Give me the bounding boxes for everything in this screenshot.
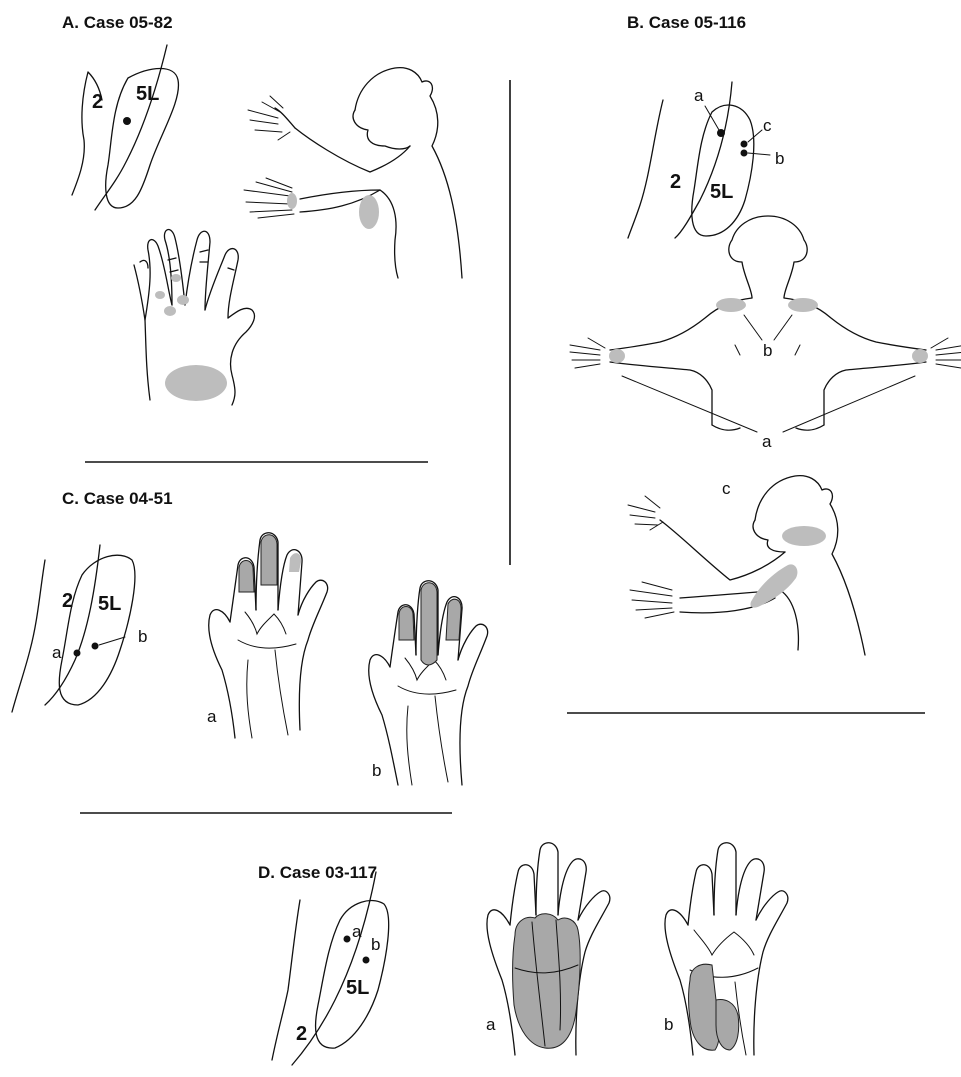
- panel-c-site-a-label: a: [52, 643, 62, 662]
- panel-c-title: C. Case 04-51: [62, 489, 173, 508]
- panel-a-title: A. Case 05-82: [62, 13, 173, 32]
- panel-b-site-a-dot: [717, 129, 725, 137]
- panel-a-area-2-label: 2: [92, 91, 103, 113]
- panel-c-hand-b-ring-field: [446, 599, 461, 640]
- panel-c-hand-b-label: b: [372, 761, 381, 780]
- panel-b: B. Case 05-116 2 5L a c b: [570, 13, 961, 655]
- panel-c-area-5l-label: 5L: [98, 593, 121, 615]
- panel-b-title: B. Case 05-116: [627, 13, 746, 32]
- panel-d-hand-a-palm-field: [513, 914, 581, 1049]
- panel-b-b-leader-right: [774, 315, 792, 340]
- panel-d: D. Case 03-117 2 5L a b a: [258, 843, 788, 1065]
- panel-b-fig-label-b: b: [763, 341, 772, 360]
- panel-d-hand-a-label: a: [486, 1015, 496, 1034]
- panel-b-fig-label-a: a: [762, 432, 772, 451]
- panel-a-finger-field-1: [164, 306, 176, 316]
- panel-c-site-a-dot: [74, 650, 81, 657]
- panel-c-hand-a-label: a: [207, 707, 217, 726]
- panel-d-area-5l-label: 5L: [346, 977, 369, 999]
- panel-b-left-wrist-field: [609, 349, 625, 363]
- panel-d-area-2-label: 2: [296, 1023, 307, 1045]
- panel-c-site-b-leader: [99, 637, 125, 645]
- panel-b-site-a-leader: [705, 106, 719, 130]
- panel-c-brain-map: 2 5L a b: [12, 545, 147, 712]
- panel-a-palm-field: [165, 365, 227, 401]
- panel-c-hand-a: a: [207, 533, 328, 738]
- panel-a-finger-field-2: [177, 295, 189, 305]
- panel-d-hand-b-thenar-field: [716, 1000, 739, 1050]
- panel-b-site-b-leader: [748, 153, 770, 155]
- panel-d-site-b-label: b: [371, 935, 380, 954]
- panel-b-site-b-dot: [741, 150, 748, 157]
- panel-a-shoulder-field: [359, 195, 379, 229]
- panel-d-site-a-dot: [344, 936, 351, 943]
- panel-c-hand-a-ring-field: [289, 553, 301, 572]
- panel-c-hand-a-middle-field: [261, 535, 277, 585]
- panel-c-area-2-label: 2: [62, 590, 73, 612]
- panel-b-area-2-label: 2: [670, 171, 681, 193]
- panel-a-hand: [134, 230, 254, 405]
- panel-b-monkey-front: b a: [570, 216, 961, 451]
- panel-b-b-leader-left: [744, 315, 762, 340]
- panel-a: A. Case 05-82 2 5L: [62, 13, 462, 405]
- panel-d-site-a-label: a: [352, 922, 362, 941]
- panel-c-site-b-dot: [92, 643, 99, 650]
- panel-c-hand-b-middle-field: [421, 583, 437, 665]
- panel-b-fig-label-c: c: [722, 479, 731, 498]
- panel-a-finger-field-3: [171, 274, 181, 282]
- panel-b-brain-map: 2 5L a c b: [628, 82, 784, 238]
- panel-a-brain-map: 2 5L: [72, 45, 178, 210]
- panel-d-brain-map: 2 5L a b: [272, 872, 389, 1065]
- panel-d-hand-b: b: [664, 843, 788, 1055]
- panel-c-hand-b-index-field: [399, 607, 414, 641]
- panel-b-area-5l-label: 5L: [710, 181, 733, 203]
- panel-b-a-leader-right: [783, 376, 915, 432]
- panel-d-hand-b-label: b: [664, 1015, 673, 1034]
- panel-a-finger-field-4: [155, 291, 165, 299]
- panel-b-right-wrist-field: [912, 349, 928, 363]
- panel-b-monkey-side: c: [628, 476, 865, 655]
- panel-b-neck-field: [782, 526, 826, 546]
- panel-b-site-c-leader: [748, 130, 762, 142]
- panel-b-site-c-dot: [741, 141, 748, 148]
- panel-a-area-5l-label: 5L: [136, 83, 159, 105]
- panel-c-site-b-label: b: [138, 627, 147, 646]
- panel-a-wrist-field: [287, 193, 297, 209]
- panel-b-site-b-label: b: [775, 149, 784, 168]
- panel-b-site-a-label: a: [694, 86, 704, 105]
- panel-d-title: D. Case 03-117: [258, 863, 377, 882]
- panel-c-hand-a-index-field: [239, 561, 254, 593]
- panel-a-recording-site: [123, 117, 131, 125]
- panel-b-a-leader-left: [622, 376, 757, 432]
- panel-b-right-shoulder-field: [788, 298, 818, 312]
- panel-d-hand-a: a: [486, 843, 610, 1055]
- panel-b-left-shoulder-field: [716, 298, 746, 312]
- panel-c: C. Case 04-51 2 5L a b a: [12, 489, 488, 785]
- panel-a-monkey-figure: [244, 68, 462, 278]
- panel-d-site-b-dot: [363, 957, 370, 964]
- panel-b-site-c-label: c: [763, 116, 772, 135]
- panel-c-hand-b: b: [369, 581, 488, 785]
